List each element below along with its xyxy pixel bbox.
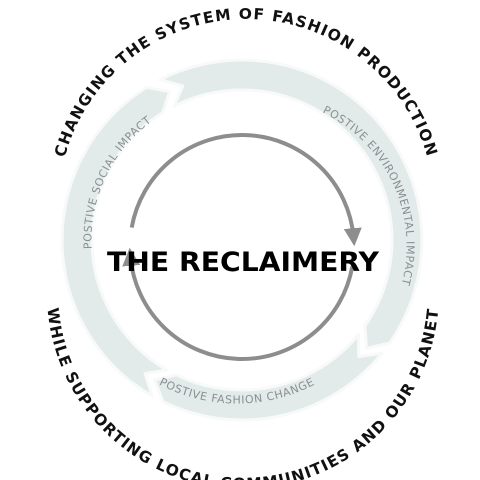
segment-ring xyxy=(60,58,424,422)
inner-cycle-arrows xyxy=(122,133,362,361)
center-title: THE RECLAIMERY xyxy=(107,247,379,278)
cycle-arrow-top xyxy=(129,133,362,247)
segment-environmental-impact xyxy=(158,58,424,350)
segment-social-impact xyxy=(60,85,172,398)
segment-fashion-change xyxy=(153,332,384,422)
cycle-arrow-bottom xyxy=(122,247,355,361)
